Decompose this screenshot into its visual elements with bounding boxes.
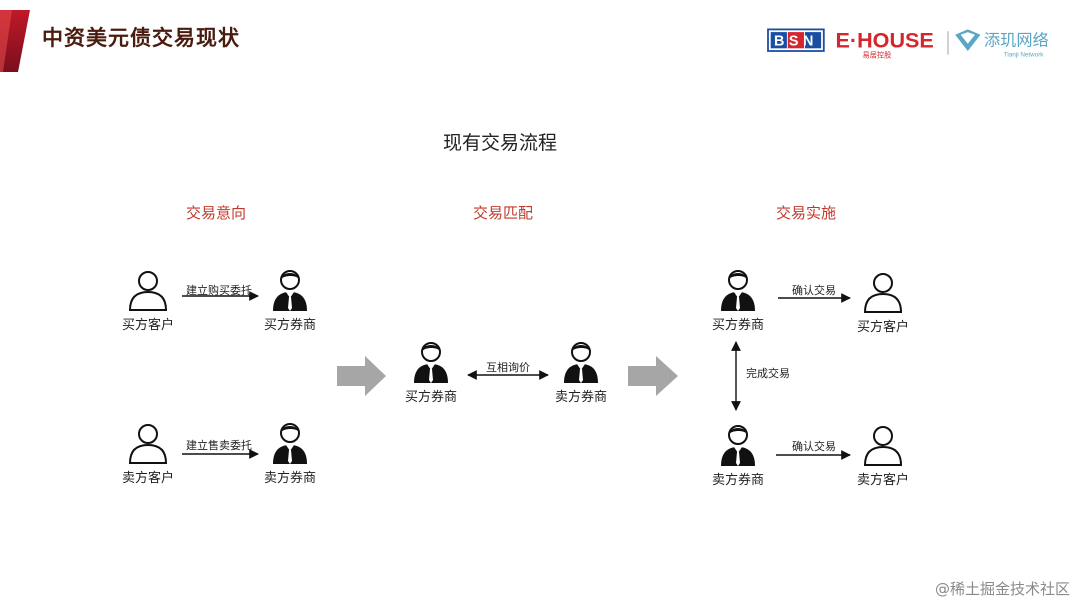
bsn-logo: BSN xyxy=(767,28,825,52)
partner-logos: BSN E·HOUSE 易居控股 添玑网络 Tianji Network xyxy=(767,27,1049,59)
user-icon xyxy=(128,424,168,464)
stage-arrow-1 xyxy=(337,356,386,396)
node-label: 卖方券商 xyxy=(711,473,764,488)
svg-text:易居控股: 易居控股 xyxy=(863,50,892,59)
node-intent-buyer-client: 买方客户 xyxy=(103,268,193,333)
edge-label-buy-entrust: 建立购买委托 xyxy=(186,284,252,297)
node-intent-buyer-broker: 买方券商 xyxy=(245,268,335,333)
node-label: 买方券商 xyxy=(263,318,316,333)
edge-label-confirm-buy: 确认交易 xyxy=(792,284,836,297)
user-icon xyxy=(863,426,903,466)
broker-icon xyxy=(721,425,755,466)
node-label: 买方客户 xyxy=(856,320,909,335)
node-match-seller-broker: 卖方券商 xyxy=(536,340,626,405)
stage-arrow-2 xyxy=(628,356,678,396)
node-label: 买方券商 xyxy=(711,318,764,333)
broker-icon xyxy=(273,423,307,464)
node-exec-buyer-broker: 买方券商 xyxy=(693,268,783,333)
broker-icon xyxy=(273,270,307,311)
node-label: 买方券商 xyxy=(404,390,457,405)
tianji-logo: 添玑网络 Tianji Network xyxy=(955,29,1049,58)
svg-text:添玑网络: 添玑网络 xyxy=(984,31,1049,50)
svg-text:E·HOUSE: E·HOUSE xyxy=(836,27,934,52)
broker-icon xyxy=(414,342,448,383)
node-label: 卖方客户 xyxy=(121,471,174,486)
diagram-title: 现有交易流程 xyxy=(442,132,557,154)
svg-text:BSN: BSN xyxy=(774,34,818,50)
edge-label-sell-entrust: 建立售卖委托 xyxy=(186,439,252,452)
user-icon xyxy=(863,273,903,313)
page-title: 中资美元债交易现状 xyxy=(42,26,240,50)
node-intent-seller-broker: 卖方券商 xyxy=(245,421,335,486)
node-exec-seller-client: 卖方客户 xyxy=(838,423,928,488)
broker-icon xyxy=(564,342,598,383)
node-label: 买方客户 xyxy=(121,318,174,333)
broker-icon xyxy=(721,270,755,311)
node-label: 卖方客户 xyxy=(856,473,909,488)
edge-label-complete-trade: 完成交易 xyxy=(746,367,790,380)
stage-title-match: 交易匹配 xyxy=(472,204,533,222)
edge-label-confirm-sell: 确认交易 xyxy=(792,440,836,453)
user-icon xyxy=(128,271,168,311)
node-label: 卖方券商 xyxy=(554,390,607,405)
stage-title-execute: 交易实施 xyxy=(775,204,836,222)
stage-title-intent: 交易意向 xyxy=(185,204,246,222)
header-accent-bar xyxy=(0,10,30,72)
node-match-buyer-broker: 买方券商 xyxy=(386,340,476,405)
node-exec-seller-broker: 卖方券商 xyxy=(693,423,783,488)
node-intent-seller-client: 卖方客户 xyxy=(103,421,193,486)
node-label: 卖方券商 xyxy=(263,471,316,486)
svg-text:Tianji Network: Tianji Network xyxy=(1004,51,1045,58)
node-exec-buyer-client: 买方客户 xyxy=(838,270,928,335)
watermark: @稀土掘金技术社区 xyxy=(934,580,1070,598)
edge-label-mutual-inquiry: 互相询价 xyxy=(486,361,530,374)
ehouse-logo: E·HOUSE 易居控股 xyxy=(836,27,934,59)
